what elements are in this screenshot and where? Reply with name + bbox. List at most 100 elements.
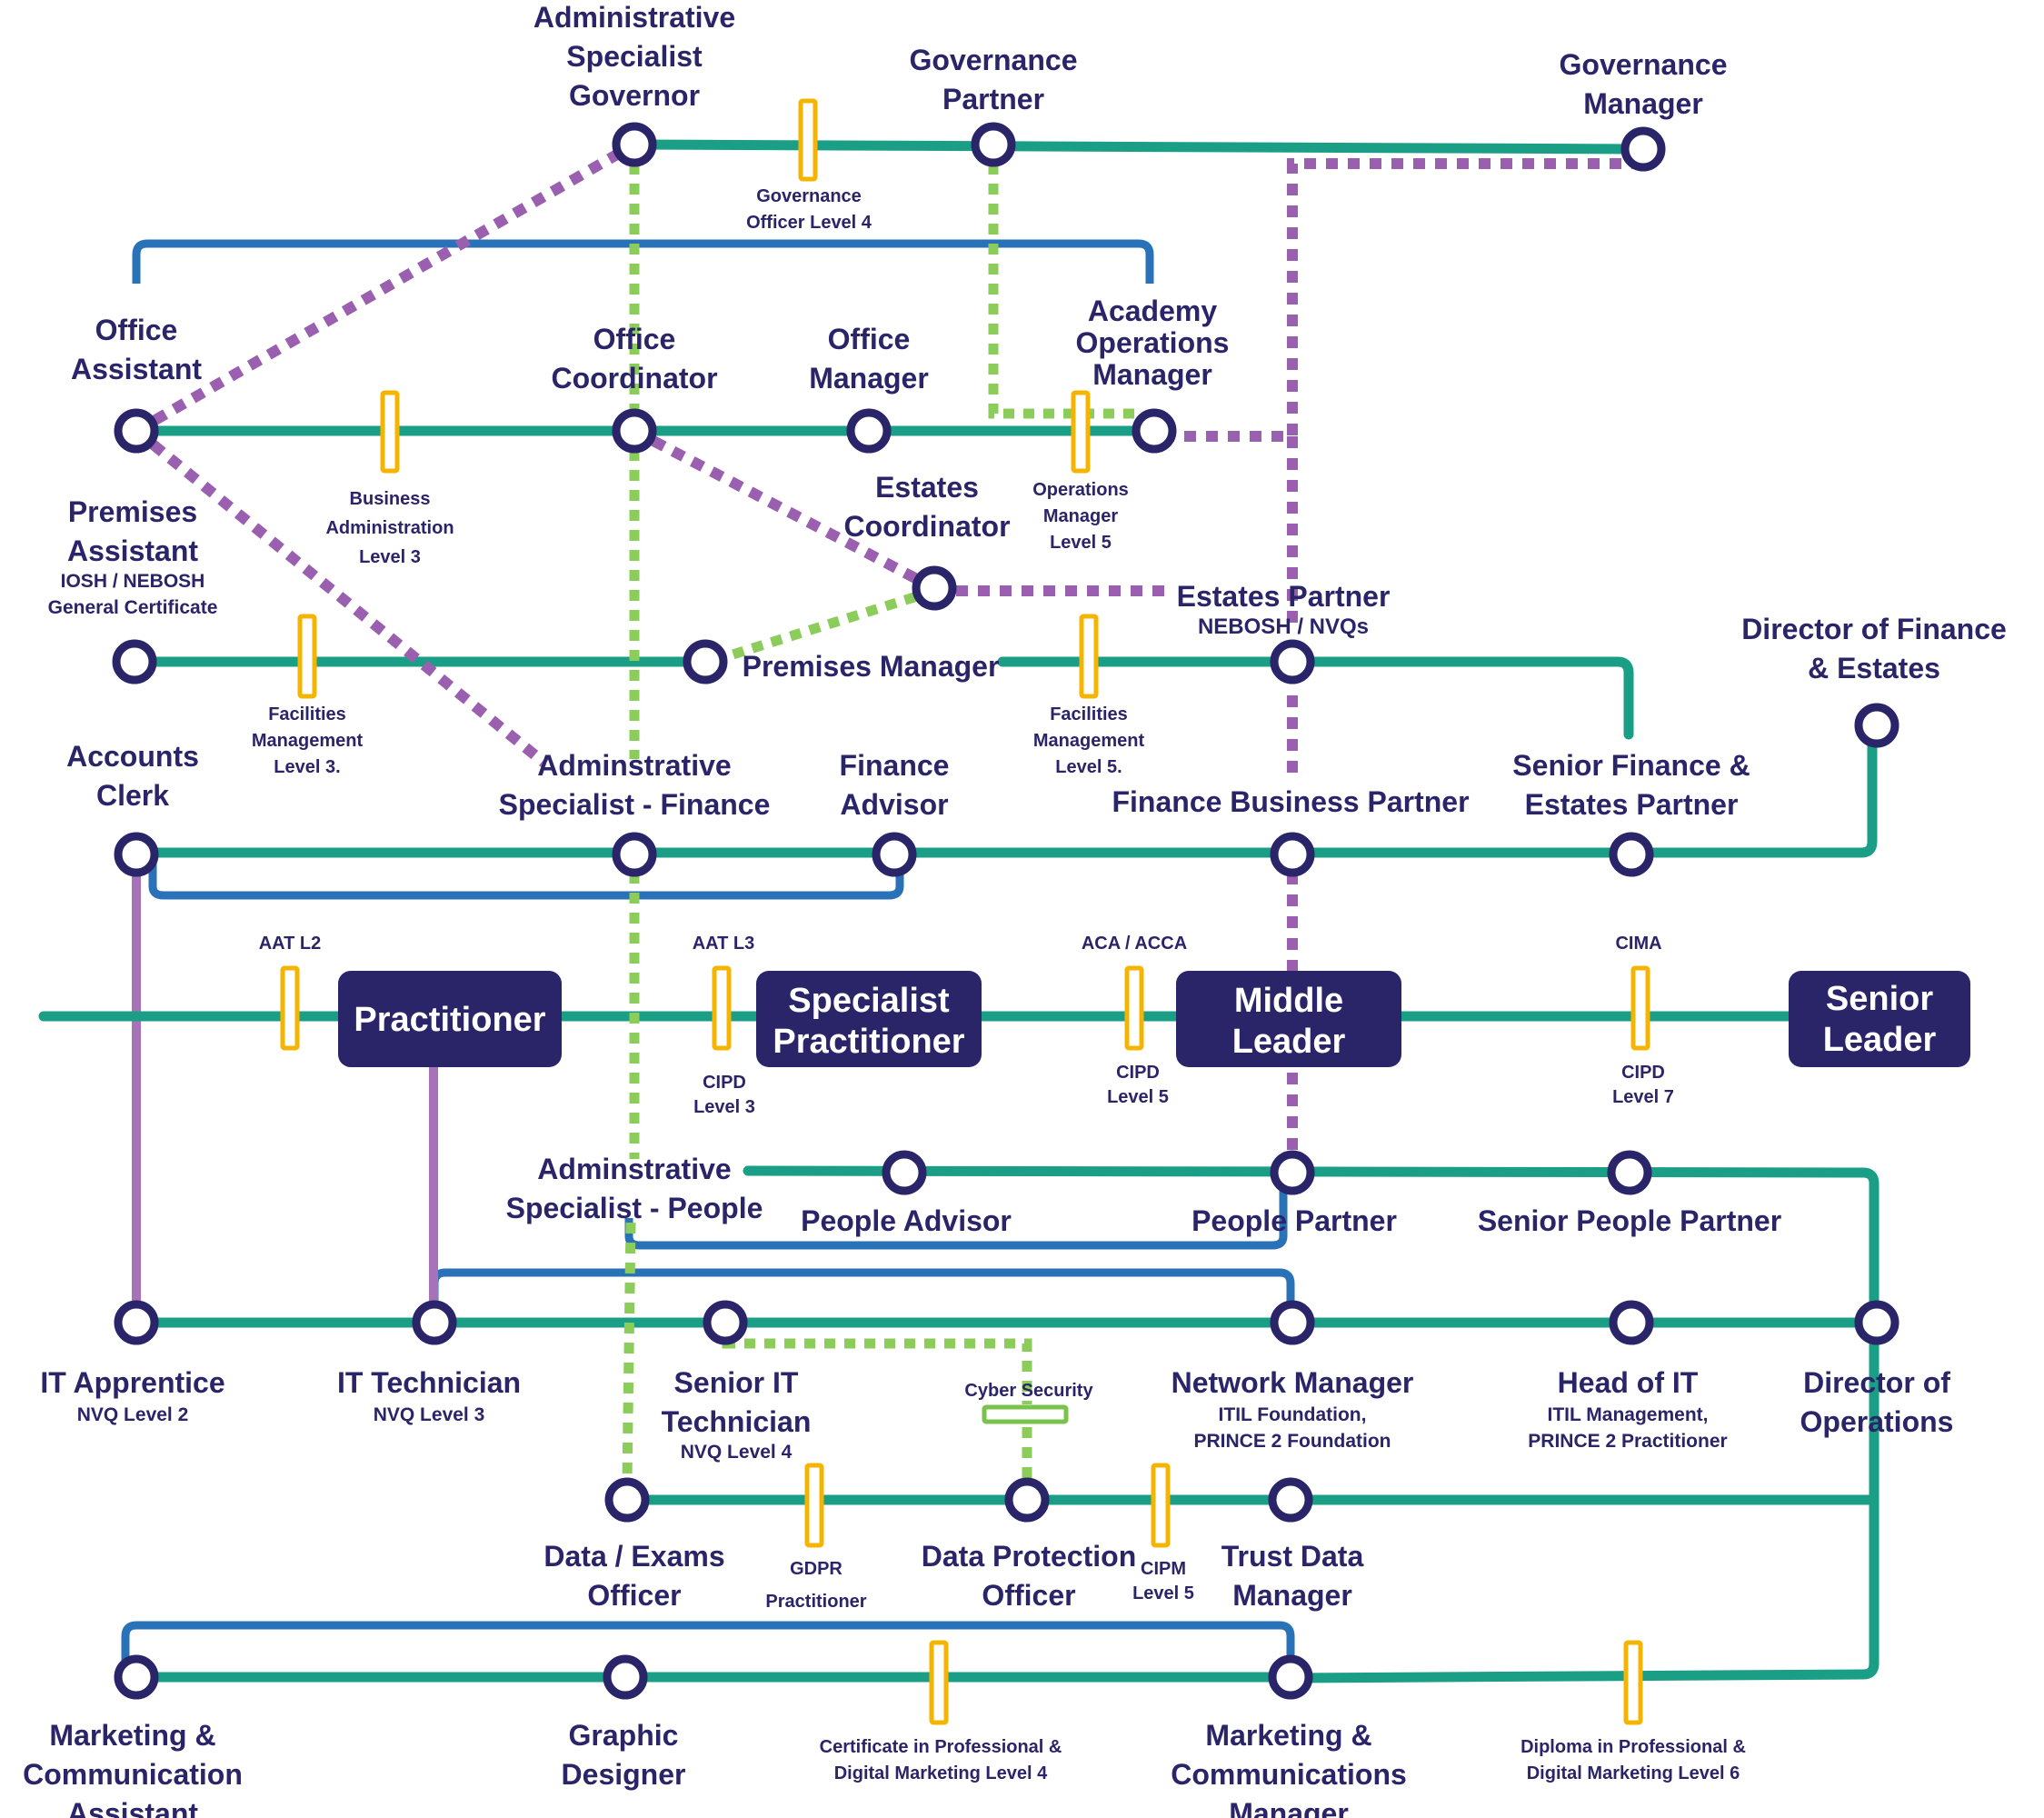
- tier-senior-label-2: Leader: [1823, 1021, 1937, 1059]
- tier-specialist-label-1: Specialist: [788, 982, 950, 1020]
- tier-practitioner-label: Practitioner: [354, 1001, 545, 1039]
- qual-bar-cipm: [1151, 1463, 1171, 1548]
- station-senior-it[interactable]: [703, 1300, 748, 1345]
- station-office-manager[interactable]: [846, 408, 892, 454]
- qual-bar-fm5: [1079, 614, 1099, 699]
- qual-bar-aca: [1124, 965, 1144, 1051]
- station-finance-advisor[interactable]: [872, 832, 917, 877]
- station-admin-gov[interactable]: [612, 122, 657, 167]
- label-finance-bp: Finance Business Partner: [1112, 785, 1469, 818]
- station-office-assistant[interactable]: [114, 408, 159, 454]
- station-trust-data[interactable]: [1268, 1477, 1313, 1523]
- station-people-advisor[interactable]: [882, 1150, 927, 1195]
- station-estates-partner[interactable]: [1270, 639, 1315, 684]
- station-gov-partner[interactable]: [971, 122, 1016, 167]
- label-network-manager: Network Manager: [1172, 1366, 1414, 1399]
- qual-bar-cyber: [982, 1404, 1069, 1424]
- station-mc-assistant[interactable]: [114, 1654, 159, 1700]
- line-finance: [131, 722, 1878, 858]
- label-senior-people: Senior People Partner: [1478, 1204, 1781, 1237]
- connector-finance-loop: [148, 845, 904, 900]
- label-premises-manager: Premises Manager: [743, 650, 1000, 683]
- label-estates-partner-note: NEBOSH / NVQs: [1198, 614, 1369, 639]
- qual-bar-dip-pdm: [1623, 1640, 1643, 1725]
- dotted-estates-to-premises: [725, 585, 936, 662]
- tier-middle-label-1: Middle: [1234, 982, 1343, 1020]
- label-director-fin: Director of Finance& Estates: [1741, 613, 2007, 684]
- label-people-partner: People Partner: [1192, 1204, 1397, 1237]
- connector-office-assistant-to-ops: [132, 239, 1154, 284]
- line-premises-b: [997, 656, 1634, 740]
- station-senior-fin[interactable]: [1609, 832, 1654, 877]
- qual-aat2: AAT L2: [259, 934, 322, 954]
- station-network-manager[interactable]: [1270, 1300, 1315, 1345]
- tier-practitioner: Practitioner: [338, 971, 562, 1067]
- dotted-admin-people-down: [622, 1222, 636, 1483]
- label-head-it-note1: ITIL Management,: [1548, 1404, 1709, 1425]
- station-accounts-clerk[interactable]: [114, 832, 159, 877]
- qual-cert-pdm: Certificate in Professional &Digital Mar…: [820, 1737, 1062, 1783]
- line-people: [743, 1165, 1879, 1683]
- station-mc-manager[interactable]: [1268, 1654, 1313, 1700]
- station-director-ops[interactable]: [1854, 1300, 1899, 1345]
- label-it-apprentice: IT Apprentice: [40, 1366, 224, 1399]
- label-it-tech: IT Technician: [337, 1366, 521, 1399]
- station-dpo[interactable]: [1004, 1477, 1050, 1523]
- station-estates-coordinator[interactable]: [912, 565, 957, 611]
- label-it-apprentice-note: NVQ Level 2: [77, 1404, 189, 1425]
- qual-bar-bus-admin: [380, 390, 400, 474]
- station-finance-bp[interactable]: [1270, 832, 1315, 877]
- station-it-tech[interactable]: [412, 1300, 457, 1345]
- station-graphic[interactable]: [603, 1654, 648, 1700]
- qual-aat3: AAT L3: [693, 934, 755, 954]
- station-premises-manager[interactable]: [683, 639, 728, 684]
- dotted-gov-manager-to-ops: [1156, 158, 1643, 442]
- label-it-tech-note: NVQ Level 3: [374, 1404, 485, 1425]
- station-academy-ops[interactable]: [1132, 408, 1177, 454]
- station-admin-finance[interactable]: [612, 832, 657, 877]
- station-premises-assistant[interactable]: [112, 639, 157, 684]
- station-it-apprentice[interactable]: [114, 1300, 159, 1345]
- station-office-coordinator[interactable]: [612, 408, 657, 454]
- qual-dip-pdm: Diploma in Professional &Digital Marketi…: [1521, 1737, 1746, 1783]
- station-head-it[interactable]: [1609, 1300, 1654, 1345]
- tier-specialist-practitioner: Specialist Practitioner: [756, 971, 982, 1067]
- line-governance: [629, 139, 1649, 155]
- qual-bar-gov-officer: [798, 98, 818, 182]
- qual-bar-aat2: [280, 965, 300, 1051]
- label-people-advisor: People Advisor: [801, 1204, 1012, 1237]
- label-senior-fin: Senior Finance &Estates Partner: [1512, 749, 1750, 821]
- dotted-gov-partner-to-ops: [988, 164, 1141, 419]
- label-estates-partner: Estates Partner: [1177, 580, 1391, 613]
- station-people-partner[interactable]: [1270, 1150, 1315, 1195]
- qual-bar-fm3: [297, 614, 317, 699]
- station-data-exams[interactable]: [604, 1477, 650, 1523]
- label-network-manager-note2: PRINCE 2 Foundation: [1194, 1431, 1391, 1452]
- station-senior-people[interactable]: [1607, 1150, 1652, 1195]
- station-director-fin[interactable]: [1854, 703, 1899, 748]
- connector-it-loop: [430, 1268, 1295, 1309]
- station-gov-manager[interactable]: [1620, 126, 1666, 172]
